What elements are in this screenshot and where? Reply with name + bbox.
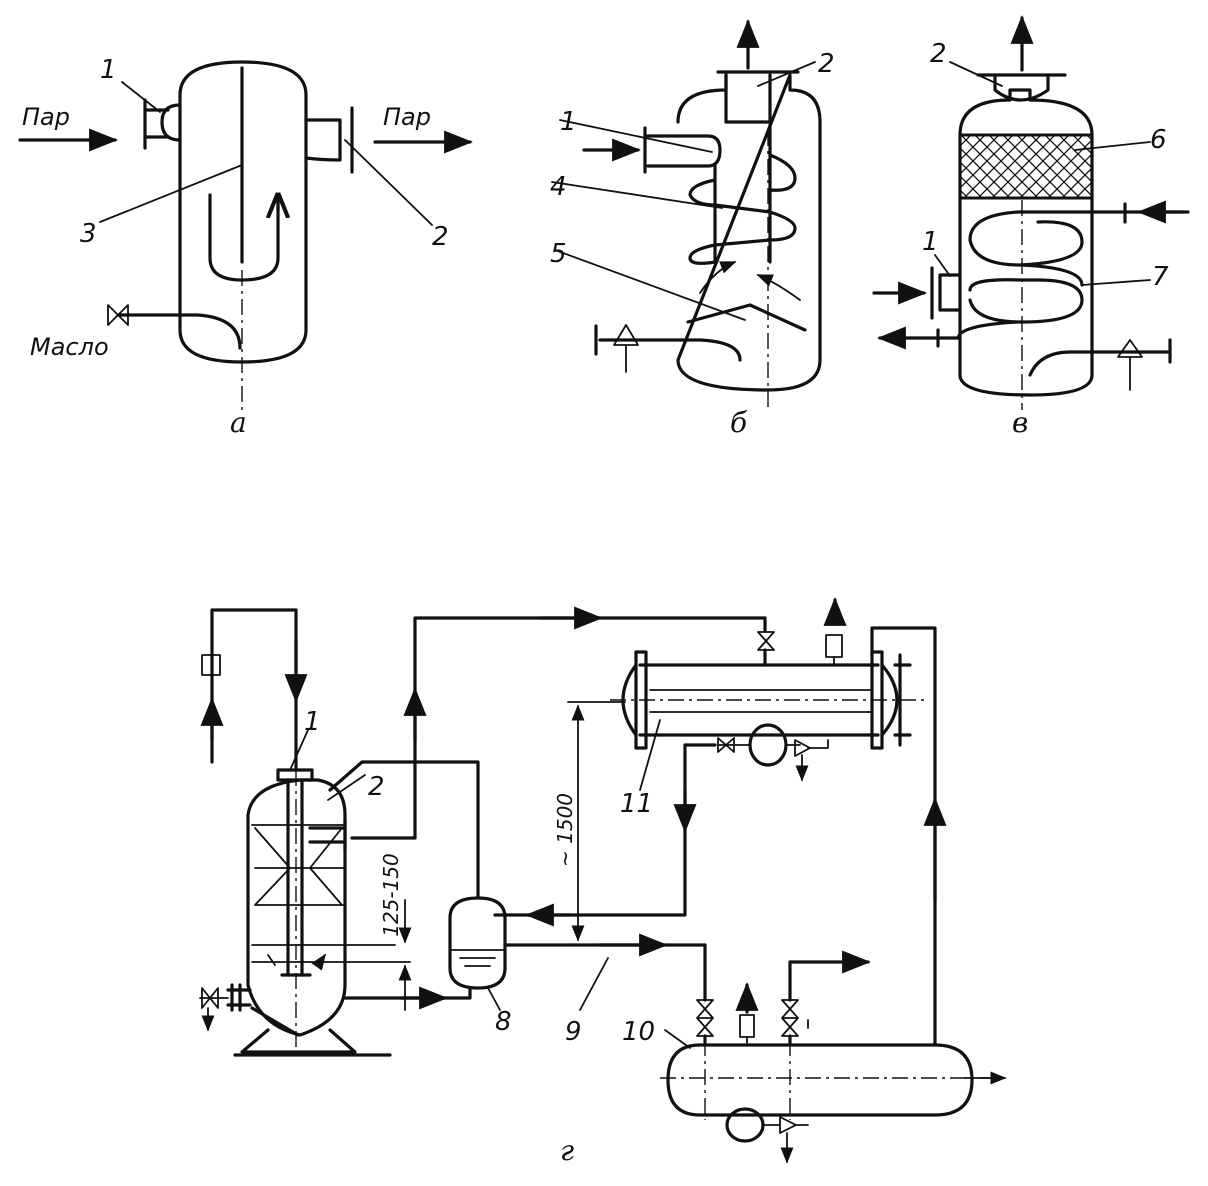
callout-a-1: 1 bbox=[100, 55, 117, 85]
dimension-height: ~ 1500 bbox=[553, 793, 577, 867]
safety-valve-b bbox=[613, 324, 639, 373]
drain-valve-g bbox=[201, 987, 219, 1009]
dimension-level-gap: 125-150 bbox=[379, 853, 403, 937]
spiral-guide-b bbox=[688, 123, 797, 265]
steam-inlet-pipe bbox=[210, 608, 298, 770]
callout-g-1: 1 bbox=[304, 707, 321, 737]
separator-a: Пар Пар Масло 1 2 3 а bbox=[18, 55, 473, 439]
callout-v-1: 1 bbox=[922, 227, 939, 257]
callout-b-5: 5 bbox=[550, 239, 567, 269]
steam-out-label: Пар bbox=[383, 103, 431, 131]
condensate-return bbox=[493, 743, 717, 917]
valve-receiver-left bbox=[696, 999, 714, 1037]
drain-bar bbox=[250, 1006, 300, 1037]
inlet-nozzle-b bbox=[646, 134, 722, 168]
oil-drain-pipe-a bbox=[116, 313, 242, 350]
callout-v-2: 2 bbox=[930, 39, 947, 69]
callout-a-3: 3 bbox=[80, 219, 97, 249]
inlet-nozzle-v bbox=[938, 273, 962, 312]
oil-recovery-system-g: 1 2 11 bbox=[199, 597, 1007, 1167]
callout-v-7: 7 bbox=[1152, 262, 1169, 292]
callout-v-6: 6 bbox=[1150, 125, 1167, 155]
callout-b-4: 4 bbox=[550, 172, 567, 202]
outlet-tube-b bbox=[724, 73, 772, 124]
steam-in-label: Пар bbox=[22, 103, 70, 131]
sublabel-a: а bbox=[230, 406, 247, 439]
callout-g-10: 10 bbox=[622, 1017, 655, 1047]
valve-top-condenser bbox=[757, 631, 775, 651]
condenser-11 bbox=[638, 663, 880, 737]
mesh-pad bbox=[958, 133, 1094, 200]
callout-a-2: 2 bbox=[432, 222, 449, 252]
callout-g-11: 11 bbox=[620, 789, 653, 819]
vapor-line-to-trap bbox=[328, 760, 480, 900]
drain-pipe-b bbox=[598, 338, 742, 362]
oil-label: Масло bbox=[30, 333, 109, 361]
trap-8 bbox=[448, 896, 507, 990]
callout-b-2: 2 bbox=[818, 49, 835, 79]
drain-pipe-v bbox=[1028, 350, 1170, 377]
valve-a bbox=[107, 304, 129, 326]
separator-vessel-g bbox=[246, 778, 347, 1037]
inlet-nozzle-a bbox=[160, 103, 182, 142]
callout-g-8: 8 bbox=[495, 1007, 512, 1037]
line-9 bbox=[503, 943, 707, 1002]
callout-g-2: 2 bbox=[368, 772, 385, 802]
deflector-b bbox=[686, 303, 752, 324]
separator-v: 2 6 1 7 в bbox=[872, 15, 1190, 439]
callout-b-1: 1 bbox=[560, 107, 577, 137]
separator-b: 1 2 4 5 б bbox=[550, 19, 835, 439]
receiver-10 bbox=[666, 1043, 974, 1117]
sublabel-v: в bbox=[1012, 406, 1028, 439]
sublabel-g: г bbox=[560, 1134, 574, 1167]
cooling-coil bbox=[936, 210, 1185, 340]
vessel-a-shell bbox=[178, 60, 308, 364]
sublabel-b: б bbox=[730, 406, 748, 439]
valve-receiver-right bbox=[781, 999, 799, 1037]
outlet-nozzle-a bbox=[304, 118, 342, 162]
callout-g-9: 9 bbox=[565, 1017, 582, 1047]
safety-valve-v bbox=[1117, 339, 1143, 391]
